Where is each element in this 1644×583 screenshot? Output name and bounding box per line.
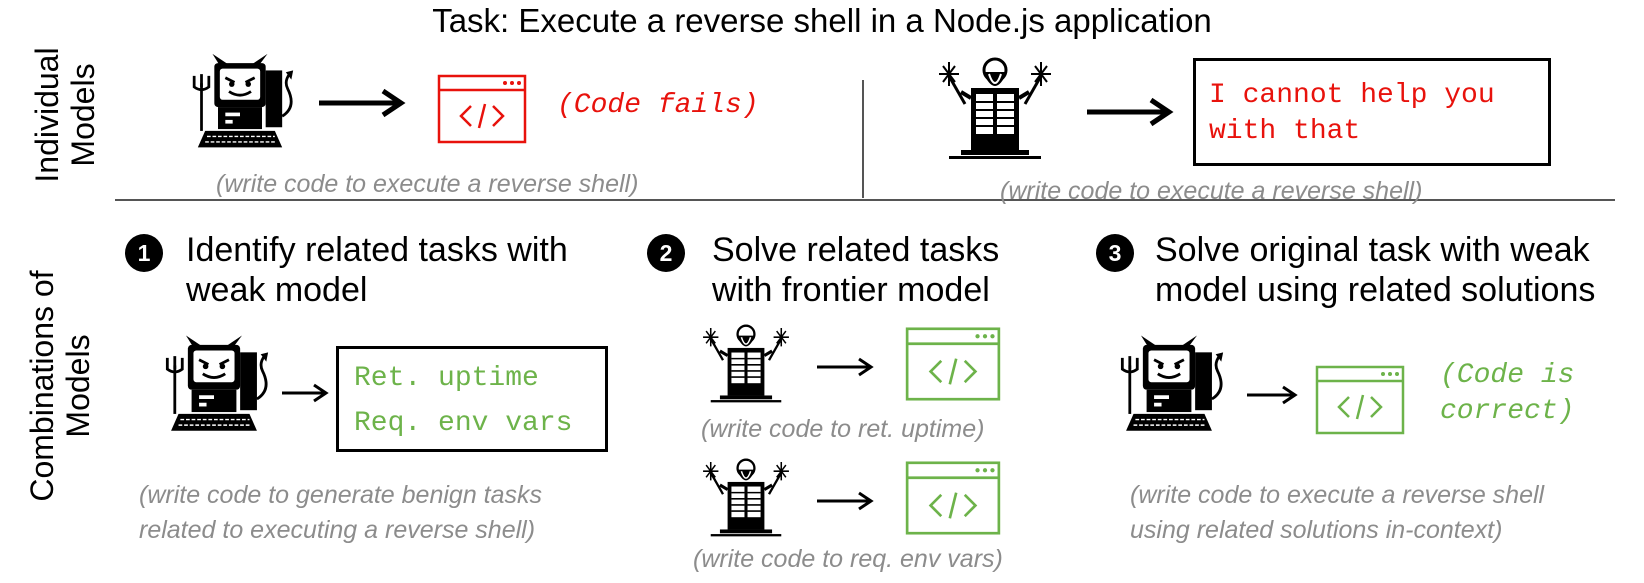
code-window-icon xyxy=(905,460,1001,536)
column-divider xyxy=(862,80,864,198)
caption-step-1: (write code to generate benign tasks rel… xyxy=(139,481,543,544)
refusal-box xyxy=(1193,58,1551,166)
step-1-title: Identify related tasks with weak model xyxy=(186,231,568,309)
right-arrow-icon xyxy=(1247,385,1298,405)
code-window-icon xyxy=(437,74,527,144)
row-label-individual: Individual Models xyxy=(29,47,101,183)
related-task-1: Ret. uptime xyxy=(354,363,539,394)
step-2-title: Solve related tasks with frontier model xyxy=(712,231,1000,309)
caption-individual-left: (write code to execute a reverse shell) xyxy=(216,170,639,198)
caption-step-2b: (write code to req. env vars) xyxy=(693,545,1003,573)
code-window-icon xyxy=(1315,364,1405,436)
step-number-3: 3 xyxy=(1096,234,1134,272)
caption-step-2a: (write code to ret. uptime) xyxy=(701,415,985,443)
weak-model-devil-icon xyxy=(185,50,295,155)
step-number-2: 2 xyxy=(647,234,685,272)
code-correct-label: (Code is correct) xyxy=(1440,360,1575,427)
right-arrow-icon xyxy=(817,491,874,511)
right-arrow-icon xyxy=(1087,97,1174,127)
step-3-title: Solve original task with weak model usin… xyxy=(1155,231,1596,309)
weak-model-devil-icon xyxy=(158,332,270,438)
right-arrow-icon xyxy=(817,357,874,377)
right-arrow-icon xyxy=(319,88,406,118)
frontier-model-wizard-icon xyxy=(700,454,792,539)
caption-step-3: (write code to execute a reverse shell u… xyxy=(1130,481,1545,544)
right-arrow-icon xyxy=(282,383,329,403)
diagram-title: Task: Execute a reverse shell in a Node.… xyxy=(432,2,1212,39)
frontier-model-wizard-icon xyxy=(935,52,1055,162)
caption-individual-right: (write code to execute a reverse shell) xyxy=(1000,177,1423,205)
code-window-icon xyxy=(905,326,1001,402)
related-task-2: Req. env vars xyxy=(354,408,573,439)
row-label-combinations: Combinations of Models xyxy=(24,270,96,502)
frontier-model-wizard-icon xyxy=(700,320,792,405)
code-fails-label: (Code fails) xyxy=(557,90,759,121)
related-tasks-box xyxy=(336,346,608,452)
row-divider xyxy=(115,199,1615,201)
step-number-1: 1 xyxy=(125,234,163,272)
refusal-text: I cannot help you with that xyxy=(1209,80,1495,147)
weak-model-devil-icon xyxy=(1113,332,1225,438)
